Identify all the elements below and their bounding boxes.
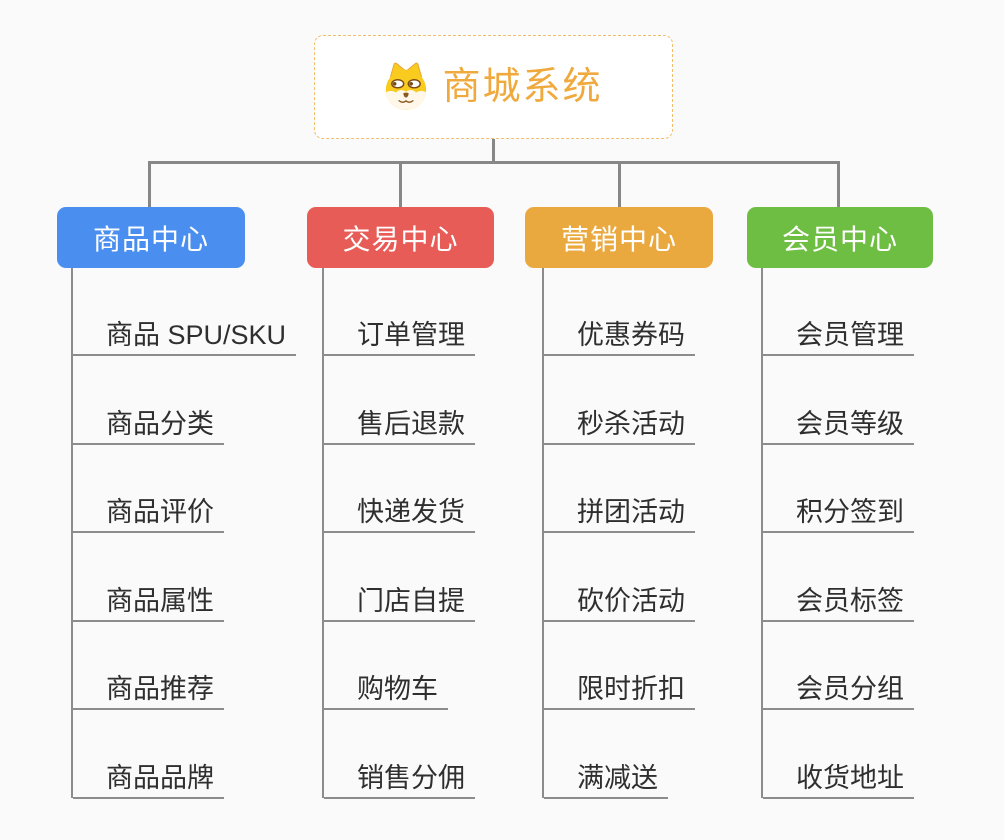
mindmap-item[interactable]: 限时折扣 (544, 674, 695, 710)
mindmap-item[interactable]: 收货地址 (763, 763, 914, 799)
mindmap-item[interactable]: 会员等级 (763, 409, 914, 445)
branch-label: 会员中心 (781, 223, 898, 255)
column-trade-items: 订单管理 售后退款 快递发货 门店自提 购物车 销售分佣 (322, 268, 475, 799)
shiba-dog-icon (386, 62, 427, 110)
connector-drop-trade (399, 161, 402, 207)
column-product-items: 商品 SPU/SKU 商品分类 商品评价 商品属性 商品推荐 商品品牌 (71, 268, 297, 799)
mindmap-item[interactable]: 商品分类 (73, 409, 224, 445)
column-member-items: 会员管理 会员等级 积分签到 会员标签 会员分组 收货地址 (761, 268, 914, 799)
mindmap-item[interactable]: 订单管理 (324, 320, 475, 356)
connector-drop-product (148, 161, 151, 207)
mindmap-item[interactable]: 购物车 (324, 674, 448, 710)
mindmap-item[interactable]: 秒杀活动 (544, 409, 695, 445)
branch-member-center[interactable]: 会员中心 (747, 207, 933, 268)
root-title: 商城系统 (442, 66, 603, 108)
mindmap-item[interactable]: 商品 SPU/SKU (73, 320, 297, 356)
mindmap-item[interactable]: 优惠券码 (544, 320, 695, 356)
mindmap-item[interactable]: 砍价活动 (544, 586, 695, 622)
mindmap-item[interactable]: 商品评价 (73, 497, 224, 533)
column-marketing-items: 优惠券码 秒杀活动 拼团活动 砍价活动 限时折扣 满减送 (542, 268, 695, 799)
mindmap-item[interactable]: 售后退款 (324, 409, 475, 445)
connector-horizontal (148, 161, 840, 164)
mindmap-item[interactable]: 商品属性 (73, 586, 224, 622)
mindmap-item[interactable]: 满减送 (544, 763, 668, 799)
mindmap-item[interactable]: 商品推荐 (73, 674, 224, 710)
branch-trade-center[interactable]: 交易中心 (307, 207, 494, 268)
mindmap-item[interactable]: 会员标签 (763, 586, 914, 622)
connector-drop-marketing (618, 161, 621, 207)
mindmap-item[interactable]: 快递发货 (324, 497, 475, 533)
mindmap-item[interactable]: 拼团活动 (544, 497, 695, 533)
branch-label: 交易中心 (342, 223, 459, 255)
branch-marketing-center[interactable]: 营销中心 (525, 207, 713, 268)
mindmap-item[interactable]: 商品品牌 (73, 763, 224, 799)
root-node[interactable]: 商城系统 (314, 35, 673, 139)
branch-label: 商品中心 (92, 223, 209, 255)
branch-product-center[interactable]: 商品中心 (57, 207, 245, 268)
connector-drop-member (837, 161, 840, 207)
mindmap-item[interactable]: 门店自提 (324, 586, 475, 622)
connector-root-stub (492, 139, 495, 164)
mindmap-item[interactable]: 会员分组 (763, 674, 914, 710)
mindmap-item[interactable]: 会员管理 (763, 320, 914, 356)
branch-label: 营销中心 (560, 223, 677, 255)
mindmap-item[interactable]: 销售分佣 (324, 763, 475, 799)
mindmap-item[interactable]: 积分签到 (763, 497, 914, 533)
